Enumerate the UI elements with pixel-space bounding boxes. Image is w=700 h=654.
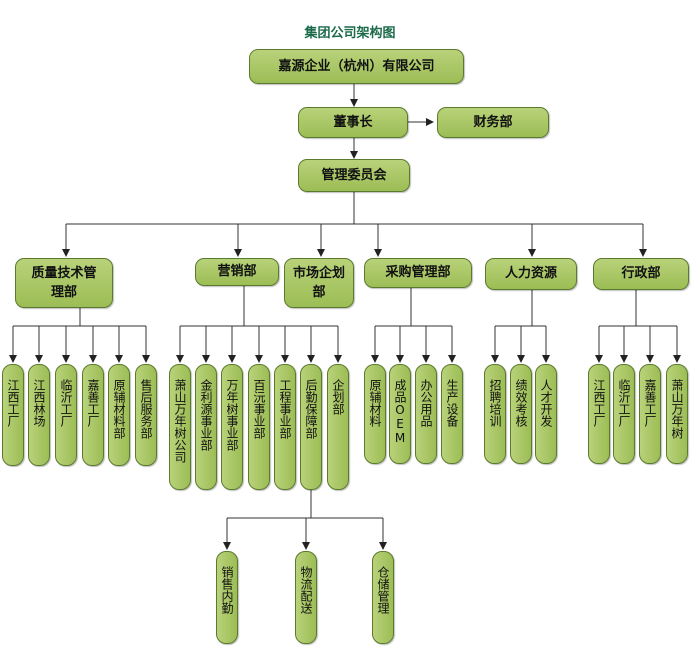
quality-unit: 售后服务部: [135, 364, 157, 466]
admin-unit: 嘉善工厂: [639, 364, 661, 464]
company-label: 嘉源企业（杭州）有限公司: [278, 58, 435, 74]
quality-unit: 原辅材料部: [108, 364, 130, 466]
hr-unit: 人才开发: [535, 364, 557, 464]
sales-unit: 萧山万年树公司: [169, 364, 191, 490]
quality-unit: 江西工厂: [2, 364, 24, 466]
sales-unit: 金利源事业部: [195, 364, 217, 490]
purchasing-unit: 办公用品: [415, 364, 437, 464]
committee-label: 管理委员会: [321, 167, 387, 183]
purchasing-unit: 生产设备: [441, 364, 463, 464]
admin-unit: 江西工厂: [588, 364, 610, 464]
dept-marketing-label: 市场企划部: [292, 265, 345, 301]
dept-admin: 行政部: [593, 258, 689, 290]
admin-unit: 萧山万年树: [666, 364, 688, 464]
dept-quality: 质量技术管理部: [15, 258, 113, 308]
sales-unit: 百沅事业部: [248, 364, 270, 490]
finance-label: 财务部: [473, 114, 513, 130]
quality-unit: 江西林场: [28, 364, 50, 466]
hr-unit: 绩效考核: [510, 364, 532, 464]
committee-node: 管理委员会: [298, 159, 410, 192]
admin-unit: 临沂工厂: [613, 364, 635, 464]
dept-quality-label: 质量技术管理部: [31, 265, 97, 301]
dept-hr-label: 人力资源: [504, 266, 557, 282]
dept-purchasing-label: 采购管理部: [385, 265, 451, 281]
purchasing-unit: 原辅材料: [364, 364, 386, 464]
purchasing-unit: 成品OEM: [389, 364, 411, 464]
sales-unit: 企划部: [327, 364, 349, 490]
dept-marketing: 市场企划部: [284, 258, 354, 308]
dept-hr: 人力资源: [485, 258, 577, 290]
chart-title: 集团公司架构图: [304, 26, 396, 41]
dept-sales: 营销部: [195, 258, 279, 286]
sales-unit: 万年树事业部: [221, 364, 243, 490]
logistics-unit: 仓储管理: [372, 551, 394, 644]
finance-node: 财务部: [437, 107, 549, 138]
dept-purchasing: 采购管理部: [364, 258, 472, 288]
company-node: 嘉源企业（杭州）有限公司: [249, 49, 464, 84]
quality-unit: 临沂工厂: [55, 364, 77, 466]
logistics-unit: 物流配送: [295, 551, 317, 644]
sales-unit: 后勤保障部: [300, 364, 322, 490]
hr-unit: 招聘培训: [484, 364, 506, 464]
quality-unit: 嘉善工厂: [82, 364, 104, 466]
chairman-node: 董事长: [298, 107, 408, 138]
sales-unit: 工程事业部: [274, 364, 296, 490]
chairman-label: 董事长: [333, 114, 373, 130]
logistics-unit: 销售内勤: [216, 551, 238, 644]
dept-sales-label: 营销部: [217, 264, 257, 280]
dept-admin-label: 行政部: [621, 266, 661, 282]
